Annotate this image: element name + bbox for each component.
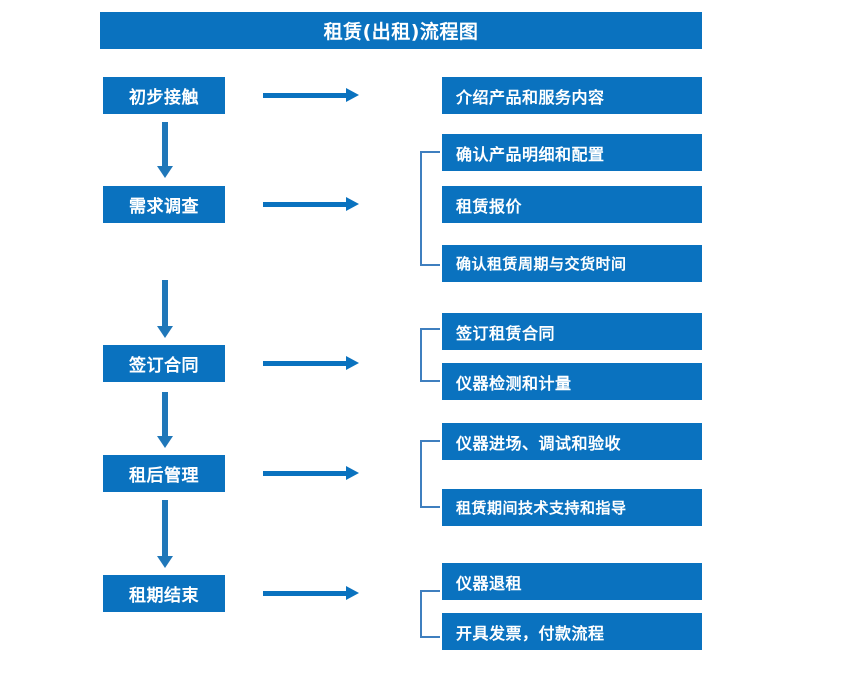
flowchart-title: 租赁(出租)流程图 [100,12,702,49]
arrow-shaft [263,361,347,366]
vertical-arrow-4-5 [157,500,173,568]
arrow-head-icon [157,436,173,448]
arrow-shaft [162,500,168,556]
group-bracket-2 [420,151,440,266]
arrow-head-icon [346,88,359,102]
detail-box-5-1[interactable]: 仪器退租 [442,563,702,600]
arrow-head-icon [157,556,173,568]
detail-box-2-3[interactable]: 确认租赁周期与交货时间 [442,245,702,282]
detail-box-2-1[interactable]: 确认产品明细和配置 [442,134,702,171]
group-bracket-5 [420,590,440,638]
arrow-head-icon [346,356,359,370]
group-bracket-4 [420,440,440,508]
vertical-arrow-2-3 [157,280,173,338]
stage-box-2[interactable]: 需求调查 [103,186,225,223]
group-bracket-3 [420,328,440,382]
arrow-shaft [162,280,168,326]
horizontal-arrow-3 [263,356,359,370]
detail-box-5-2[interactable]: 开具发票，付款流程 [442,613,702,650]
arrow-head-icon [157,326,173,338]
arrow-head-icon [346,466,359,480]
arrow-shaft [162,392,168,436]
arrow-shaft [263,93,347,98]
horizontal-arrow-1 [263,88,359,102]
vertical-arrow-3-4 [157,392,173,448]
arrow-shaft [263,202,347,207]
stage-box-1[interactable]: 初步接触 [103,77,225,114]
horizontal-arrow-5 [263,586,359,600]
detail-box-3-1[interactable]: 签订租赁合同 [442,313,702,350]
detail-box-3-2[interactable]: 仪器检测和计量 [442,363,702,400]
arrow-shaft [263,591,347,596]
arrow-shaft [263,471,347,476]
detail-box-4-2[interactable]: 租赁期间技术支持和指导 [442,489,702,526]
detail-box-4-1[interactable]: 仪器进场、调试和验收 [442,423,702,460]
stage-box-3[interactable]: 签订合同 [103,345,225,382]
arrow-shaft [162,122,168,166]
arrow-head-icon [346,197,359,211]
detail-box-1-1[interactable]: 介绍产品和服务内容 [442,77,702,114]
arrow-head-icon [346,586,359,600]
horizontal-arrow-2 [263,197,359,211]
vertical-arrow-1-2 [157,122,173,178]
stage-box-4[interactable]: 租后管理 [103,455,225,492]
horizontal-arrow-4 [263,466,359,480]
detail-box-2-2[interactable]: 租赁报价 [442,186,702,223]
arrow-head-icon [157,166,173,178]
stage-box-5[interactable]: 租期结束 [103,575,225,612]
